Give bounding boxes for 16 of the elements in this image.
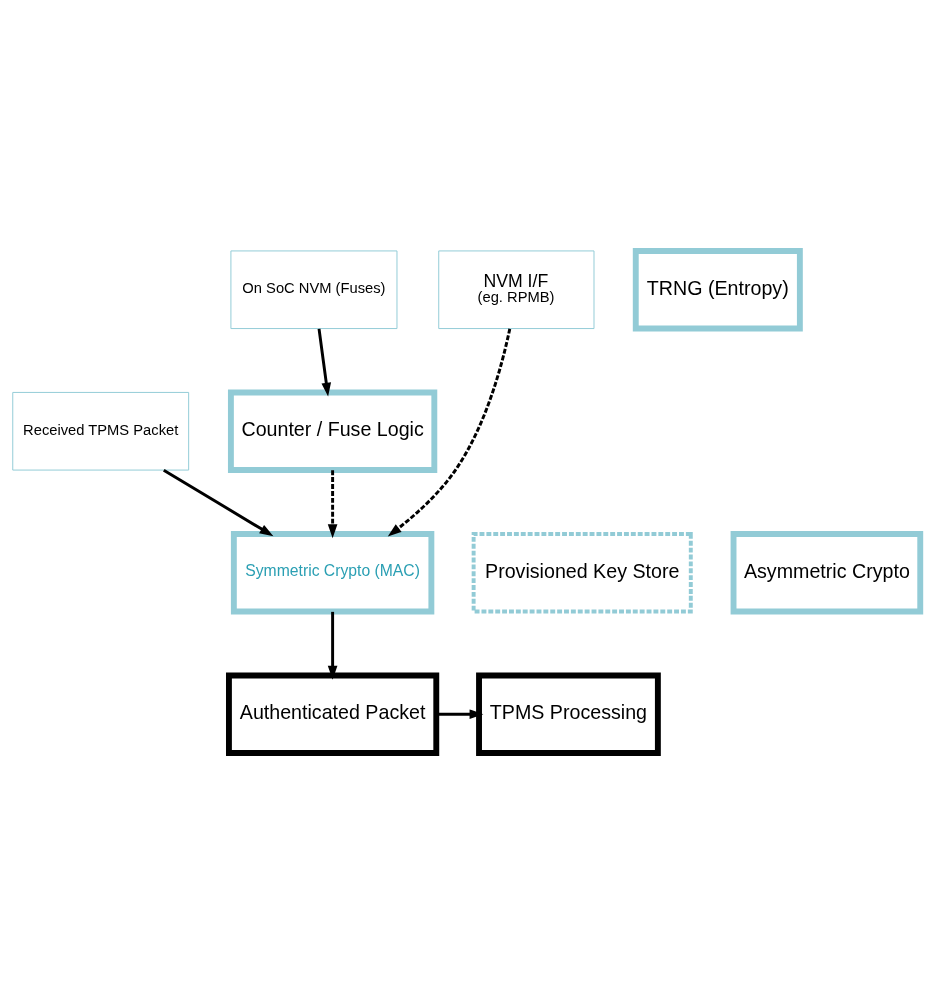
node-box: Counter / Fuse Logic <box>227 389 438 473</box>
arrow <box>317 328 332 397</box>
node-box: Received TPMS Packet <box>12 391 190 471</box>
node-box: On SoC NVM (Fuses) <box>230 250 398 330</box>
node-box: Provisioned Key Store <box>471 531 693 614</box>
node-box: Asymmetric Crypto <box>730 531 924 615</box>
arrow <box>163 468 274 537</box>
arrow <box>327 470 338 539</box>
node-box: TRNG (Entropy) <box>632 248 803 332</box>
node-box: TPMS Processing <box>476 672 661 757</box>
arrow <box>387 328 512 537</box>
node-box: Authenticated Packet <box>226 672 440 757</box>
node-box: NVM I/F (eg. RPMB) <box>438 250 595 330</box>
arrow <box>327 611 338 680</box>
arrow <box>436 709 484 720</box>
node-box: Symmetric Crypto (MAC) <box>230 531 435 615</box>
